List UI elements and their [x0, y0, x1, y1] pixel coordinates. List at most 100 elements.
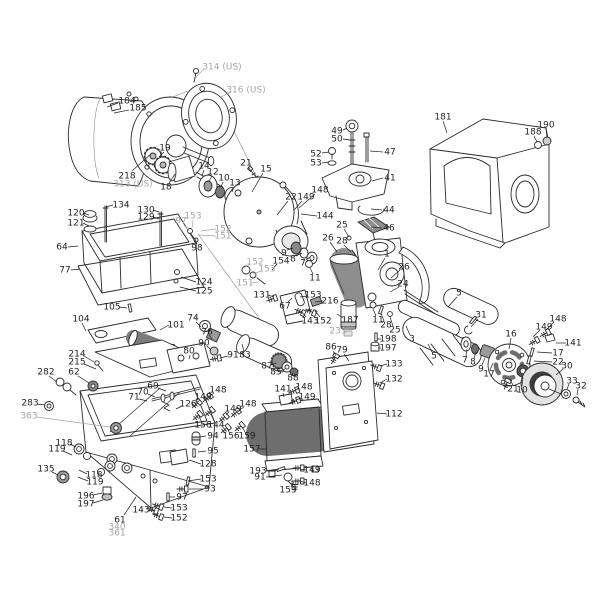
- part-label-144: 144: [207, 421, 224, 431]
- part-label-153: 153: [304, 291, 321, 301]
- part-label-17: 17: [483, 370, 494, 380]
- part-label-46: 46: [383, 224, 395, 234]
- leader-line: [188, 459, 202, 465]
- leader-line: [199, 435, 207, 438]
- part-label-152: 152: [214, 225, 231, 235]
- part-label-26: 26: [322, 234, 334, 244]
- leader-line: [69, 443, 77, 448]
- leader-line: [343, 244, 352, 253]
- leader-line: [147, 393, 156, 398]
- part-label-11: 11: [372, 316, 383, 326]
- leader-line: [293, 200, 303, 211]
- leader-line: [158, 151, 165, 158]
- leader-line: [489, 362, 494, 371]
- part-label-156: 156: [222, 432, 239, 442]
- part-label-132: 132: [385, 375, 402, 385]
- part-label-28: 28: [336, 237, 348, 247]
- leader-line: [51, 471, 59, 476]
- leader-line: [163, 516, 173, 519]
- part-label-112: 112: [385, 410, 402, 420]
- leader-line: [545, 321, 555, 331]
- part-label-198: 198: [379, 335, 396, 345]
- part-label-149: 149: [224, 405, 241, 415]
- pump-illustration: [305, 235, 439, 352]
- leader-line: [180, 276, 197, 283]
- leader-line: [250, 281, 259, 284]
- part-label-11: 11: [309, 274, 320, 284]
- leader-line: [342, 138, 351, 141]
- leader-line: [191, 219, 194, 229]
- part-label-133: 133: [385, 360, 402, 370]
- part-label-70: 70: [137, 388, 149, 398]
- part-label-105: 105: [103, 303, 120, 313]
- leader-line: [208, 334, 213, 340]
- leader-line: [210, 413, 215, 422]
- leader-line: [82, 222, 90, 227]
- leader-line: [237, 406, 245, 412]
- part-label-93: 93: [204, 485, 215, 495]
- leader-line: [298, 193, 316, 209]
- part-label-121: 121: [67, 219, 84, 229]
- fan-illustration: [460, 327, 586, 408]
- leader-line: [300, 213, 318, 217]
- leader-line: [290, 481, 295, 488]
- part-label-15: 15: [260, 165, 271, 175]
- part-label-154: 154: [272, 257, 289, 267]
- leader-line: [241, 343, 245, 352]
- leader-line: [342, 127, 348, 131]
- part-label-125: 125: [195, 287, 212, 297]
- part-label-5: 5: [456, 289, 462, 299]
- part-label-104: 104: [72, 315, 89, 325]
- leader-line: [442, 120, 448, 134]
- leader-line: [82, 212, 90, 216]
- leader-line: [369, 150, 384, 153]
- part-label-152: 152: [246, 258, 263, 268]
- part-label-193: 193: [249, 467, 266, 477]
- part-label-157: 157: [243, 445, 260, 455]
- part-label-86: 86: [325, 343, 337, 353]
- leader-line: [83, 355, 95, 363]
- part-label-31: 31: [475, 311, 486, 321]
- leader-line: [78, 469, 88, 475]
- part-label-47: 47: [384, 148, 395, 158]
- leader-line: [279, 368, 286, 372]
- leader-line: [67, 245, 79, 248]
- leader-line: [291, 372, 294, 376]
- filter-illustration: [166, 306, 299, 377]
- burner-housing-illustration: [223, 176, 318, 265]
- part-label-143: 143: [132, 506, 149, 516]
- leader-line: [309, 267, 314, 275]
- leader-line: [77, 375, 90, 384]
- part-label-187: 187: [341, 316, 358, 326]
- part-label-216: 216: [321, 297, 338, 307]
- part-label-10: 10: [218, 174, 230, 184]
- part-label-18: 18: [160, 183, 172, 193]
- part-label-24: 24: [397, 280, 409, 290]
- leader-line: [113, 109, 130, 114]
- leader-line: [270, 362, 277, 366]
- part-label-141: 141: [564, 339, 581, 349]
- part-label-80: 80: [183, 347, 195, 357]
- leader-line: [532, 329, 541, 338]
- part-label-9: 9: [281, 249, 287, 259]
- part-label-152: 152: [314, 317, 331, 327]
- leader-line: [379, 363, 388, 367]
- leader-line: [118, 306, 128, 309]
- leader-line: [271, 263, 278, 271]
- part-label-118: 118: [85, 471, 102, 481]
- part-label-124: 124: [195, 278, 212, 288]
- leader-line: [131, 152, 153, 172]
- part-label-16: 16: [505, 330, 517, 340]
- oil-tank-illustration: [77, 205, 205, 306]
- leader-line: [157, 387, 167, 392]
- part-label-197: 197: [77, 500, 94, 510]
- part-label-188: 188: [524, 128, 541, 138]
- leader-line: [343, 228, 350, 238]
- part-label-79: 79: [336, 346, 348, 356]
- leader-line: [370, 208, 383, 211]
- leader-line: [321, 151, 330, 154]
- leader-line: [377, 257, 386, 271]
- leader-line: [247, 166, 252, 172]
- part-label-314-US-: 314 (US): [202, 63, 241, 73]
